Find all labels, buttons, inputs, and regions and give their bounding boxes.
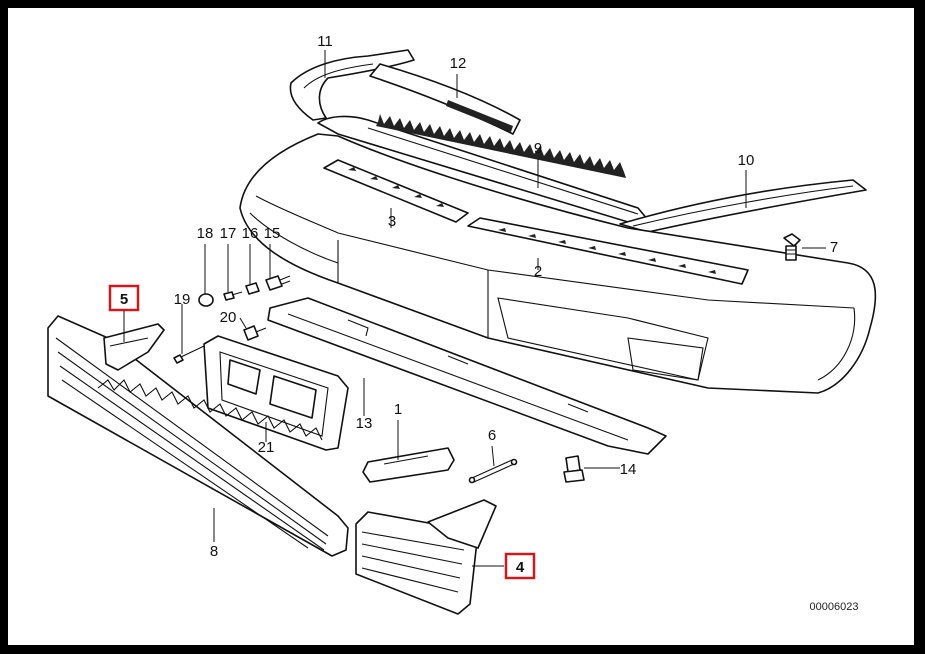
callout-8: 8 <box>210 543 218 560</box>
part-9-toothed-strip <box>317 114 649 223</box>
part-2-strip <box>467 217 749 285</box>
callout-16: 16 <box>242 225 259 242</box>
callout-15: 15 <box>264 225 281 242</box>
part-18-grommet <box>198 293 214 307</box>
leader-lines <box>123 50 826 567</box>
part-14-clip <box>563 455 585 483</box>
callout-21: 21 <box>258 439 275 456</box>
part-16-nut <box>245 282 260 295</box>
callout-1: 1 <box>394 401 402 418</box>
svg-text:5: 5 <box>120 291 128 308</box>
callout-19: 19 <box>174 291 191 308</box>
part-6-rod <box>468 458 518 484</box>
exploded-view-drawing: 11 12 9 10 3 2 7 18 17 16 15 19 20 13 1 … <box>47 33 877 615</box>
callout-7: 7 <box>830 239 838 256</box>
callout-20: 20 <box>220 309 237 326</box>
callout-18: 18 <box>197 225 214 242</box>
callout-9: 9 <box>534 140 542 157</box>
part-10-trim-strip <box>619 179 867 233</box>
part-19-screw <box>173 345 205 364</box>
callout-6: 6 <box>488 427 496 444</box>
part-7-clip <box>783 233 801 261</box>
parts-diagram: 11 12 9 10 3 2 7 18 17 16 15 19 20 13 1 … <box>8 8 914 645</box>
part-5-left-grille <box>103 323 165 371</box>
drawing-code: 00006023 <box>810 601 859 613</box>
callout-10: 10 <box>738 152 755 169</box>
callout-11: 11 <box>317 33 333 50</box>
highlighted-callout-4: 4 <box>504 552 536 580</box>
part-3-strip <box>323 159 469 223</box>
callout-3: 3 <box>388 213 396 230</box>
part-17-screw <box>223 291 243 301</box>
fasteners-group <box>173 275 291 364</box>
part-12-rubber-strip <box>369 63 521 135</box>
callout-labels: 11 12 9 10 3 2 7 18 17 16 15 19 20 13 1 … <box>174 33 839 560</box>
part-8-lower-grille <box>47 315 349 557</box>
part-1-bracket <box>362 447 455 483</box>
callout-14: 14 <box>620 461 637 478</box>
callout-13: 13 <box>356 415 373 432</box>
part-4-right-grille <box>355 499 497 615</box>
part-20-clip <box>243 325 267 341</box>
svg-text:4: 4 <box>516 559 525 576</box>
part-21-bracket <box>203 335 349 451</box>
callout-12: 12 <box>450 55 467 72</box>
callout-17: 17 <box>220 225 237 242</box>
callout-2: 2 <box>534 263 542 280</box>
part-13-lower-panel <box>267 297 667 455</box>
part-15-clip <box>265 275 291 291</box>
highlighted-callout-5: 5 <box>108 284 140 312</box>
